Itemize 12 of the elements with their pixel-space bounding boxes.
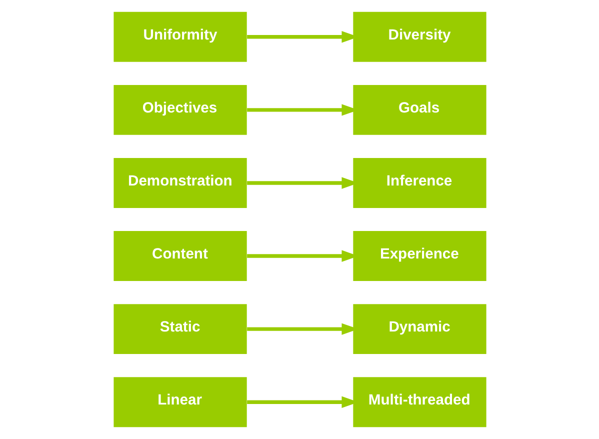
node-box: Experience	[352, 231, 486, 281]
node-box: Linear	[113, 377, 246, 428]
node-box: Diversity	[352, 12, 486, 62]
node-box: Dynamic	[352, 304, 486, 354]
node-box: Goals	[352, 84, 486, 135]
node-box: Static	[113, 304, 246, 354]
node-box: Objectives	[113, 84, 246, 135]
node-box: Demonstration	[113, 158, 246, 208]
node-box: Multi-threaded	[352, 377, 486, 428]
node-box: Inference	[352, 158, 486, 208]
node-box: Uniformity	[113, 12, 246, 62]
node-box: Content	[113, 231, 246, 281]
